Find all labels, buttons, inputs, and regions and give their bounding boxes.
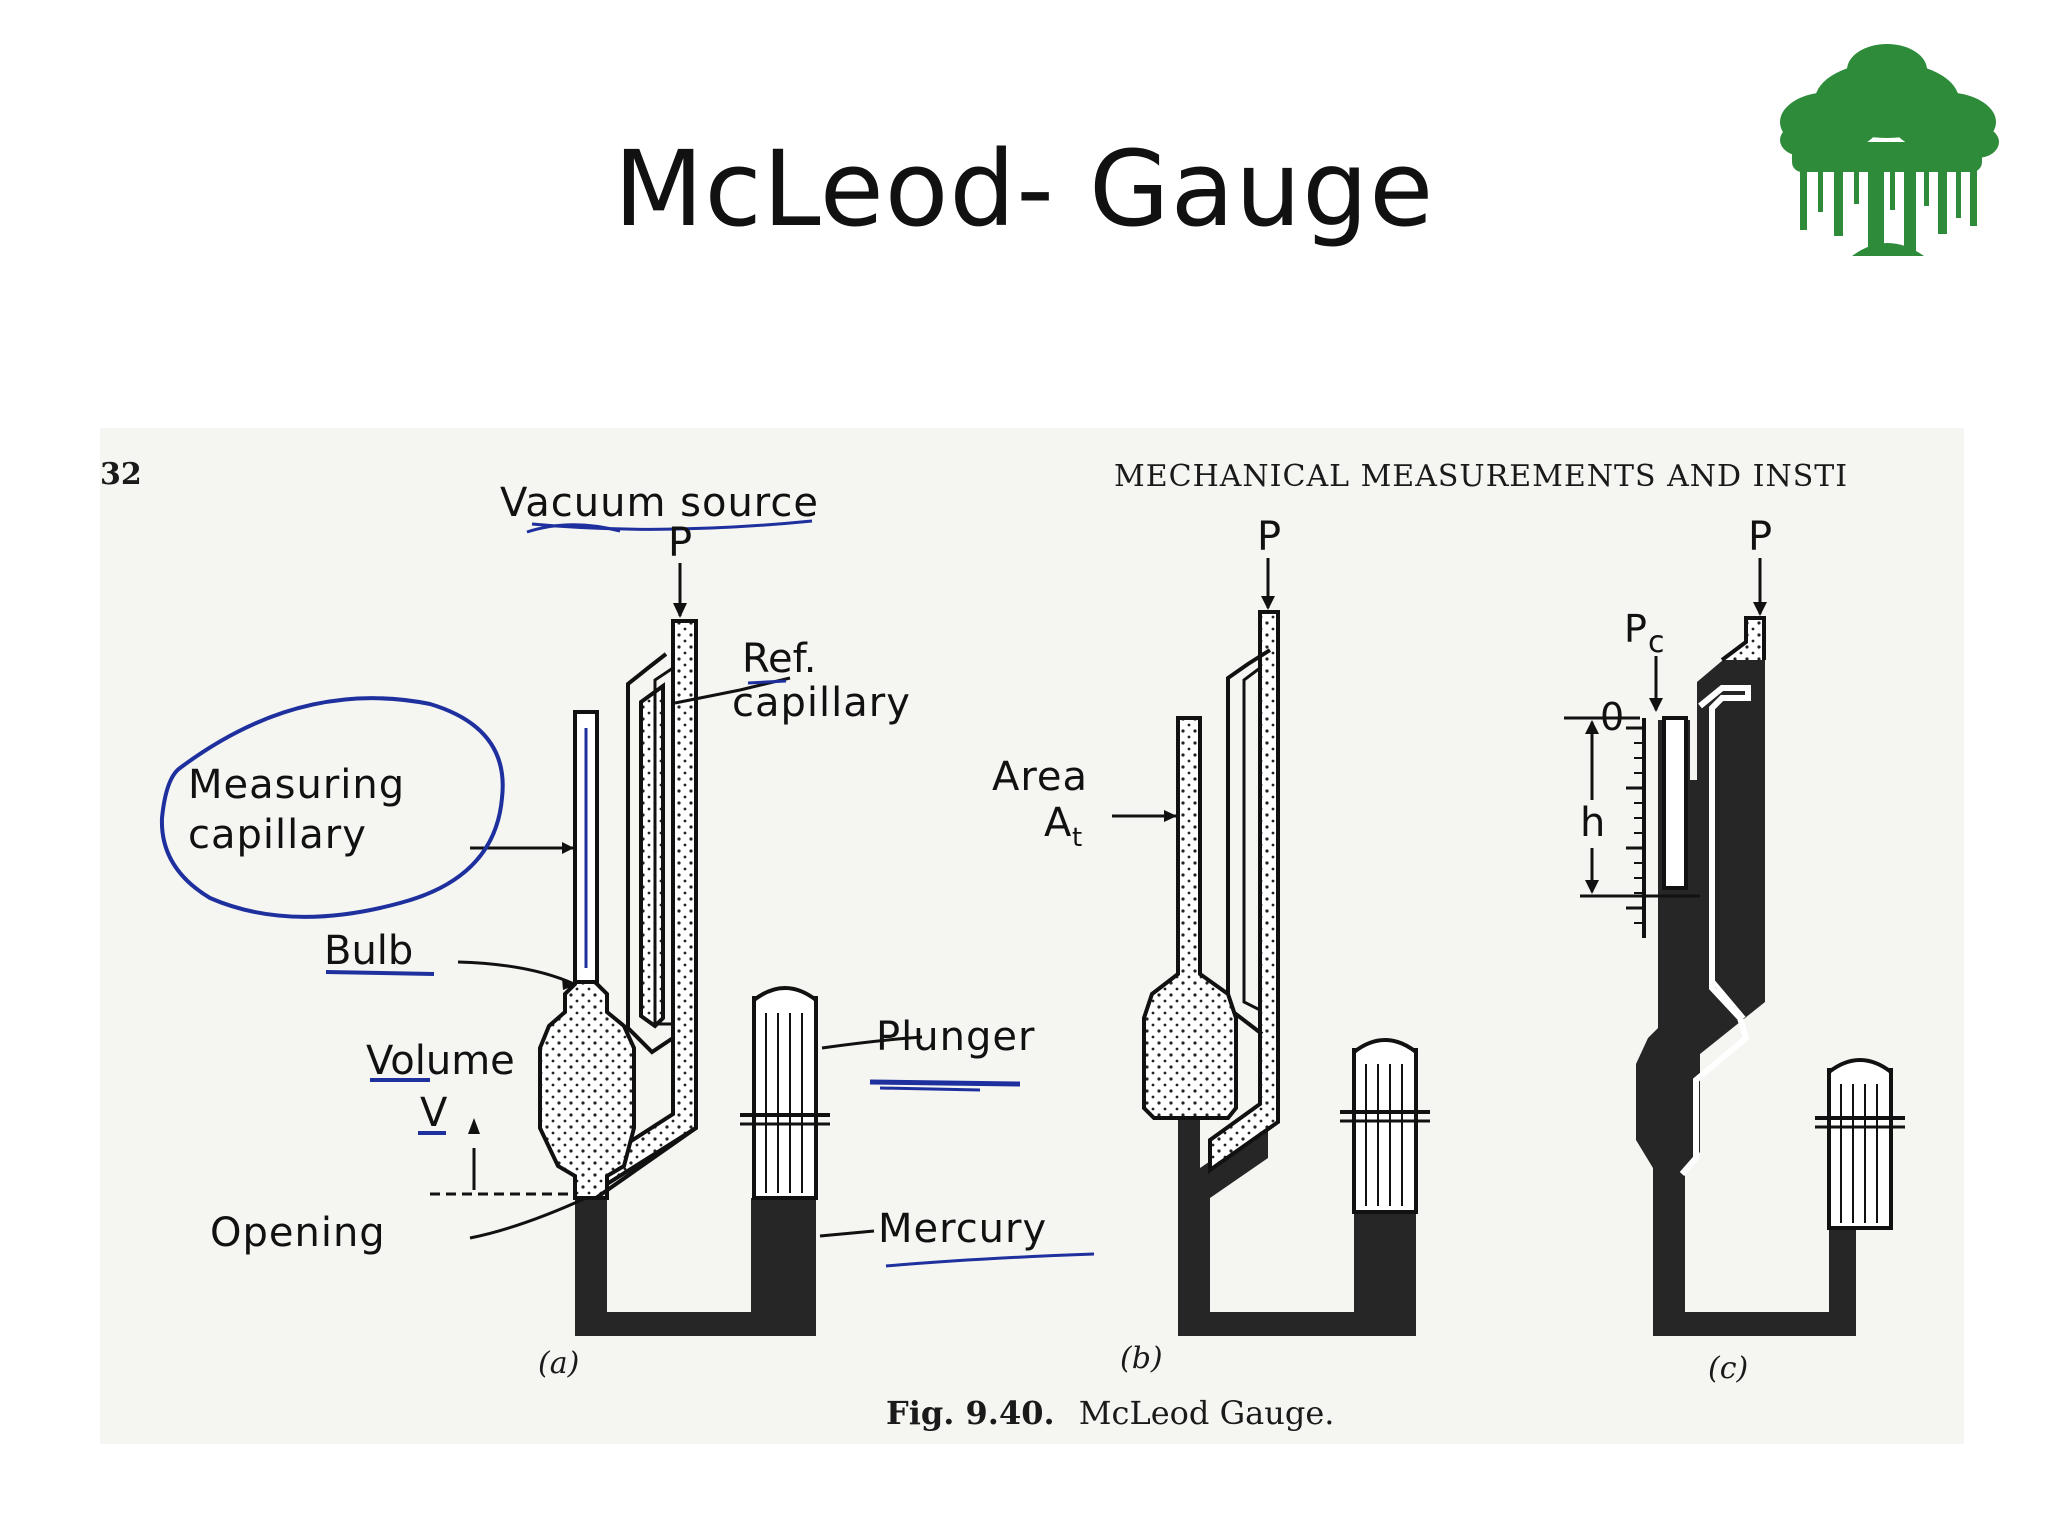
panel-b-ref-capillary bbox=[1208, 610, 1280, 1174]
panel-a-pressure-label: P bbox=[668, 520, 692, 566]
panel-b-caption: (b) bbox=[1120, 1341, 1163, 1376]
volume-symbol-label: V bbox=[420, 1090, 448, 1136]
panel-a-mercury bbox=[575, 1198, 816, 1336]
panel-c-pressure-label: P bbox=[1748, 514, 1772, 560]
panel-c: P P c 0 h (c) bbox=[1564, 514, 1905, 1386]
mcleod-gauge-diagram: 32 MECHANICAL MEASUREMENTS AND INSTI bbox=[100, 457, 1905, 1432]
area-label-2: A bbox=[1044, 800, 1072, 846]
figure-caption-label: Fig. 9.40. bbox=[886, 1394, 1055, 1432]
mercury-label: Mercury bbox=[878, 1206, 1047, 1252]
pc-label: P bbox=[1624, 607, 1647, 651]
area-label-1: Area bbox=[992, 754, 1088, 800]
h-label: h bbox=[1580, 800, 1605, 846]
measuring-capillary-circle bbox=[159, 696, 505, 919]
measuring-capillary-label-2: capillary bbox=[188, 812, 367, 858]
panel-b-bulb bbox=[1142, 716, 1238, 1120]
area-subscript-label: t bbox=[1072, 823, 1082, 853]
opening-label: Opening bbox=[210, 1210, 386, 1256]
page-number: 32 bbox=[100, 457, 142, 492]
panel-a-caption: (a) bbox=[538, 1346, 579, 1381]
panel-b: P Area A t (b) bbox=[992, 514, 1430, 1376]
volume-label: Volume bbox=[366, 1038, 515, 1084]
measuring-capillary-label-1: Measuring bbox=[188, 762, 405, 808]
panel-b-mercury bbox=[1178, 1116, 1416, 1336]
pc-subscript-label: c bbox=[1648, 625, 1665, 660]
slide-title: McLeod- Gauge bbox=[613, 128, 1435, 250]
figure-caption-text: McLeod Gauge. bbox=[1079, 1394, 1335, 1432]
plunger-label: Plunger bbox=[876, 1014, 1035, 1060]
panel-b-pressure-label: P bbox=[1257, 514, 1281, 560]
panel-c-plunger bbox=[1815, 1058, 1905, 1230]
mcleod-gauge-figure: 32 MECHANICAL MEASUREMENTS AND INSTI bbox=[100, 428, 1964, 1444]
running-header: MECHANICAL MEASUREMENTS AND INSTI bbox=[1114, 459, 1848, 494]
zero-mark-label: 0 bbox=[1600, 695, 1624, 739]
panel-a: Vacuum source P Ref. capillary Measuring… bbox=[159, 480, 1095, 1381]
vacuum-source-label: Vacuum source bbox=[500, 480, 819, 526]
panel-a-plunger bbox=[740, 986, 830, 1200]
ref-capillary-label-2: capillary bbox=[732, 680, 911, 726]
panel-c-caption: (c) bbox=[1708, 1351, 1748, 1386]
panel-b-plunger bbox=[1340, 1038, 1430, 1214]
panel-c-scale bbox=[1626, 718, 1646, 938]
figure-caption: Fig. 9.40. McLeod Gauge. bbox=[886, 1394, 1334, 1432]
bulb-label: Bulb bbox=[324, 928, 413, 974]
ref-capillary-label-1: Ref. bbox=[742, 636, 817, 682]
panel-c-mercury bbox=[1636, 660, 1856, 1336]
banyan-tree-logo-icon bbox=[1780, 44, 1999, 256]
